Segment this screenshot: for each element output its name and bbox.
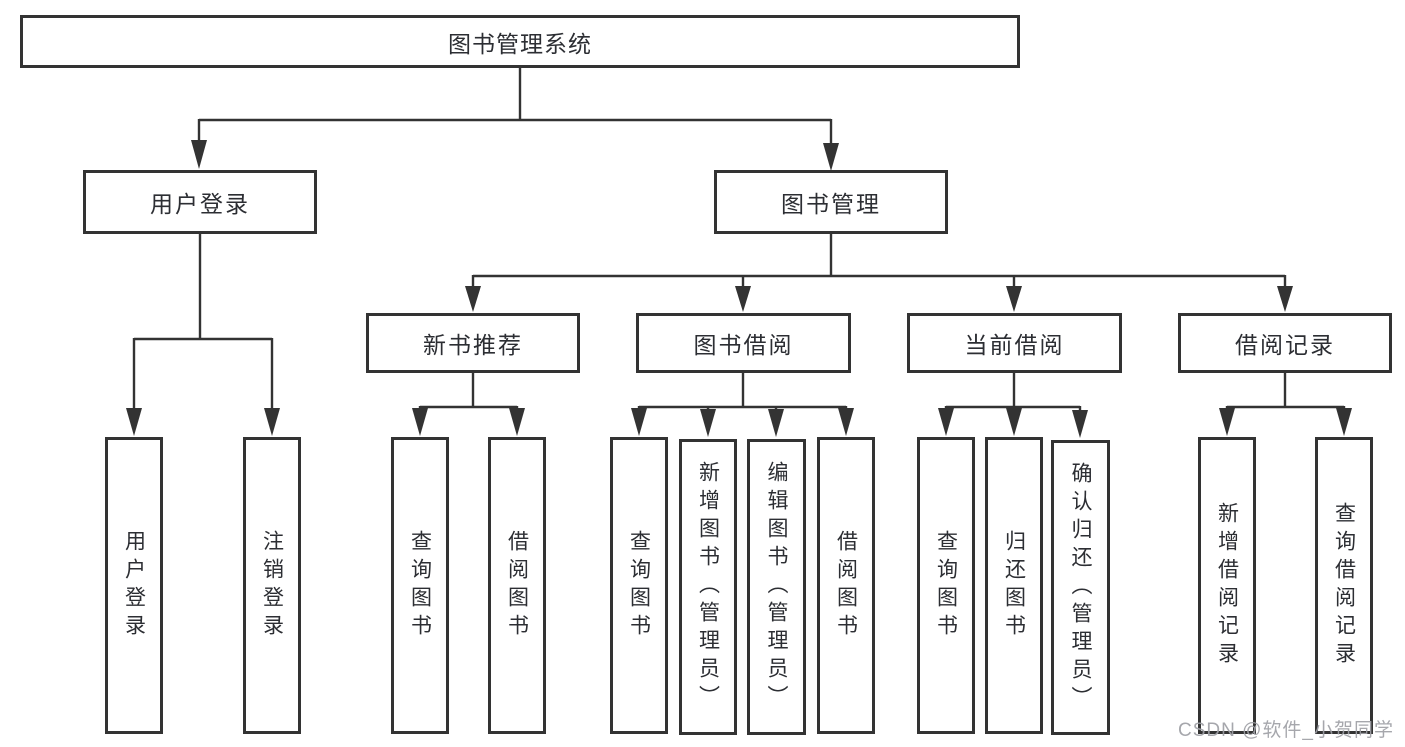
leaf-current-query-books: 查询图书 [917, 437, 975, 734]
leaf-add-books-admin-label: 新增图书（管理员） [696, 461, 720, 713]
leaf-borrow-query-books-label: 查询图书 [627, 529, 651, 642]
node-borrow-records-label: 借阅记录 [1235, 332, 1335, 358]
leaf-user-login-label: 用户登录 [122, 529, 146, 642]
leaf-recommend-query-books-label: 查询图书 [408, 529, 432, 642]
leaf-recommend-borrow-books: 借阅图书 [488, 437, 546, 734]
leaf-add-borrow-record-label: 新增借阅记录 [1215, 501, 1239, 670]
leaf-recommend-query-books: 查询图书 [391, 437, 449, 734]
leaf-query-borrow-record: 查询借阅记录 [1315, 437, 1373, 734]
leaf-confirm-return-admin-label: 确认归还（管理员） [1069, 461, 1092, 714]
node-new-book-recommend: 新书推荐 [366, 313, 580, 373]
leaf-edit-books-admin: 编辑图书（管理员） [747, 439, 806, 735]
node-book-borrow: 图书借阅 [636, 313, 851, 373]
leaf-add-borrow-record: 新增借阅记录 [1198, 437, 1256, 734]
leaf-borrow-books: 借阅图书 [817, 437, 875, 734]
node-borrow-records: 借阅记录 [1178, 313, 1392, 373]
leaf-add-books-admin: 新增图书（管理员） [679, 439, 737, 735]
leaf-recommend-borrow-books-label: 借阅图书 [505, 529, 529, 642]
leaf-user-login: 用户登录 [105, 437, 163, 734]
leaf-return-books: 归还图书 [985, 437, 1043, 734]
node-current-borrow-label: 当前借阅 [964, 332, 1065, 358]
node-root-label: 图书管理系统 [448, 30, 592, 57]
node-root: 图书管理系统 [20, 15, 1020, 68]
leaf-borrow-query-books: 查询图书 [610, 437, 668, 734]
node-current-borrow: 当前借阅 [907, 313, 1122, 373]
node-user-login-label: 用户登录 [150, 191, 250, 217]
leaf-logout-label: 注销登录 [260, 529, 284, 642]
node-book-management-label: 图书管理 [781, 191, 881, 217]
leaf-confirm-return-admin: 确认归还（管理员） [1051, 440, 1110, 735]
node-book-management: 图书管理 [714, 170, 948, 234]
leaf-logout: 注销登录 [243, 437, 301, 734]
leaf-return-books-label: 归还图书 [1002, 529, 1026, 642]
node-book-borrow-label: 图书借阅 [693, 332, 794, 358]
leaf-query-borrow-record-label: 查询借阅记录 [1332, 501, 1356, 670]
leaf-edit-books-admin-label: 编辑图书（管理员） [765, 461, 788, 713]
node-user-login: 用户登录 [83, 170, 317, 234]
csdn-watermark: CSDN @软件_小贺同学 [1178, 720, 1394, 741]
leaf-borrow-books-label: 借阅图书 [834, 529, 858, 642]
leaf-current-query-books-label: 查询图书 [934, 529, 958, 642]
node-new-book-recommend-label: 新书推荐 [423, 332, 523, 358]
